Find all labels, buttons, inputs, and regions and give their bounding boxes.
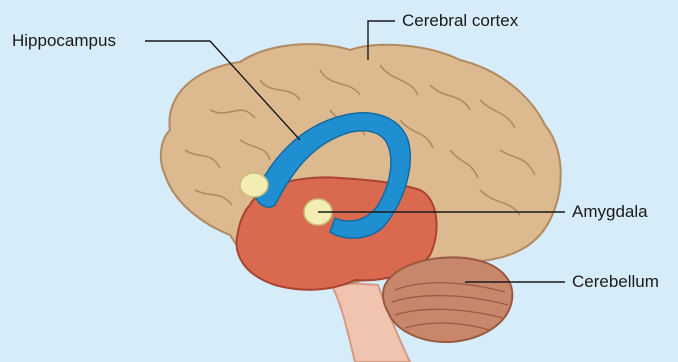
amygdala-left: [240, 173, 268, 197]
amygdala-label: Amygdala: [572, 202, 648, 222]
cerebellum-label: Cerebellum: [572, 272, 659, 292]
hippocampus-label: Hippocampus: [12, 31, 116, 51]
cerebral-cortex-label: Cerebral cortex: [402, 11, 518, 31]
